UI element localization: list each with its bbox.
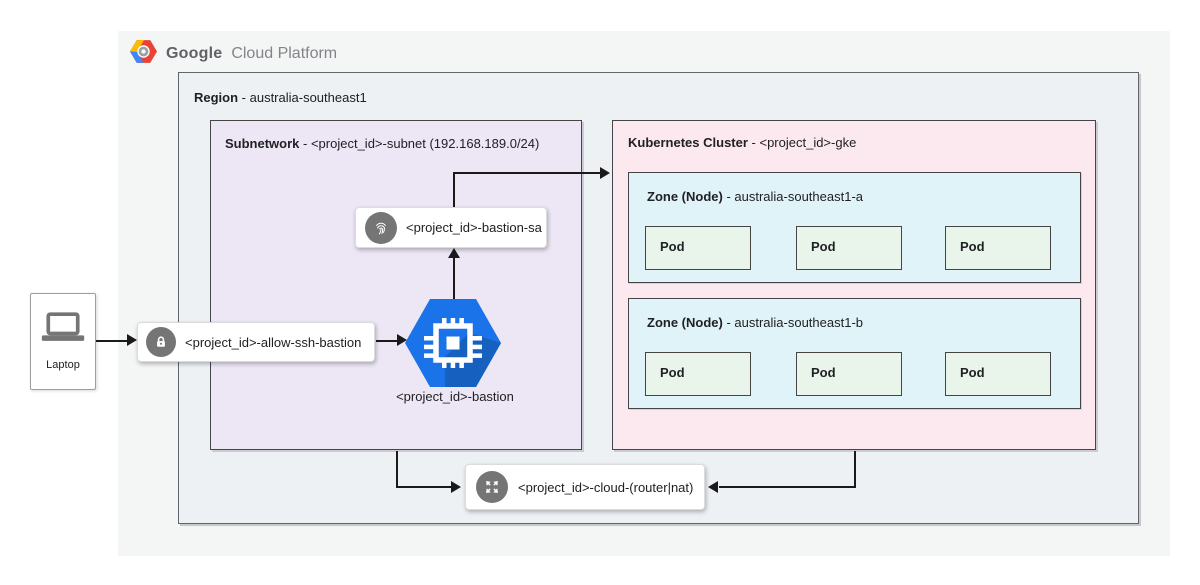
region-name: - australia-southeast1 [238,90,367,105]
pod: Pod [645,352,751,396]
laptop-icon [41,312,85,341]
logo-product-text: Cloud Platform [231,45,338,62]
arrowhead [127,334,137,346]
connector-subnet-down [396,451,398,487]
subnetwork-title: Subnetwork [225,136,300,151]
pod: Pod [945,226,1051,270]
zone-a-name: - australia-southeast1-a [722,189,864,204]
pod: Pod [796,226,902,270]
cluster-title: Kubernetes Cluster [628,135,748,150]
zone-b-header: Zone (Node) - australia-southeast1-b [647,315,863,330]
firewall-rule-node: <project_id>-allow-ssh-bastion [137,322,375,362]
connector-cluster-down [854,451,856,487]
laptop-label: Laptop [46,359,80,371]
region-header: Region - australia-southeast1 [194,90,367,105]
connector-cluster-to-router [719,486,856,488]
fingerprint-icon [365,211,397,244]
connector-subnet-to-router [396,486,452,488]
zone-a-title: Zone (Node) [647,189,723,204]
subnetwork-name: - <project_id>-subnet (192.168.189.0/24) [299,136,540,151]
laptop-node: Laptop [30,293,96,390]
arrowhead [708,481,718,493]
arrows-out-icon [476,471,508,503]
zone-b-name: - australia-southeast1-b [722,315,864,330]
region-title: Region [194,90,239,105]
connector-firewall-to-bastion [376,340,398,342]
service-account-label: <project_id>-bastion-sa [406,220,542,235]
cluster-header: Kubernetes Cluster - <project_id>-gke [628,135,856,150]
logo-brand-text: Google [166,45,223,62]
kubernetes-cluster-container: Kubernetes Cluster - <project_id>-gke Zo… [612,120,1096,450]
subnetwork-header: Subnetwork - <project_id>-subnet (192.16… [225,136,539,151]
bastion-node [405,299,501,387]
arrowhead [451,481,461,493]
connector-laptop-to-firewall [96,340,128,342]
cloud-router-nat-label: <project_id>-cloud-(router|nat) [518,479,694,495]
service-account-node: <project_id>-bastion-sa [355,207,547,248]
gcp-logo: Google Cloud Platform [130,40,337,68]
arrowhead [448,248,460,258]
pod: Pod [645,226,751,270]
zone-b-title: Zone (Node) [647,315,723,330]
cluster-name: - <project_id>-gke [747,135,857,150]
zone-a-header: Zone (Node) - australia-southeast1-a [647,189,863,204]
lock-icon [146,327,176,357]
zone-node-a: Zone (Node) - australia-southeast1-a Pod… [628,172,1081,283]
arrowhead [600,167,610,179]
firewall-rule-label: <project_id>-allow-ssh-bastion [185,334,362,350]
pod: Pod [945,352,1051,396]
connector-service-account-up [453,172,455,208]
bastion-label: <project_id>-bastion [396,389,514,404]
connector-bastion-to-service-account [453,258,455,300]
cloud-router-nat-node: <project_id>-cloud-(router|nat) [465,464,705,510]
compute-engine-icon [405,299,501,387]
connector-service-account-to-cluster [453,172,601,174]
arrowhead [397,334,407,346]
pod: Pod [796,352,902,396]
gcp-hexagon-logo-icon [130,40,157,68]
subnetwork-container: Subnetwork - <project_id>-subnet (192.16… [210,120,582,450]
zone-node-b: Zone (Node) - australia-southeast1-b Pod… [628,298,1081,409]
